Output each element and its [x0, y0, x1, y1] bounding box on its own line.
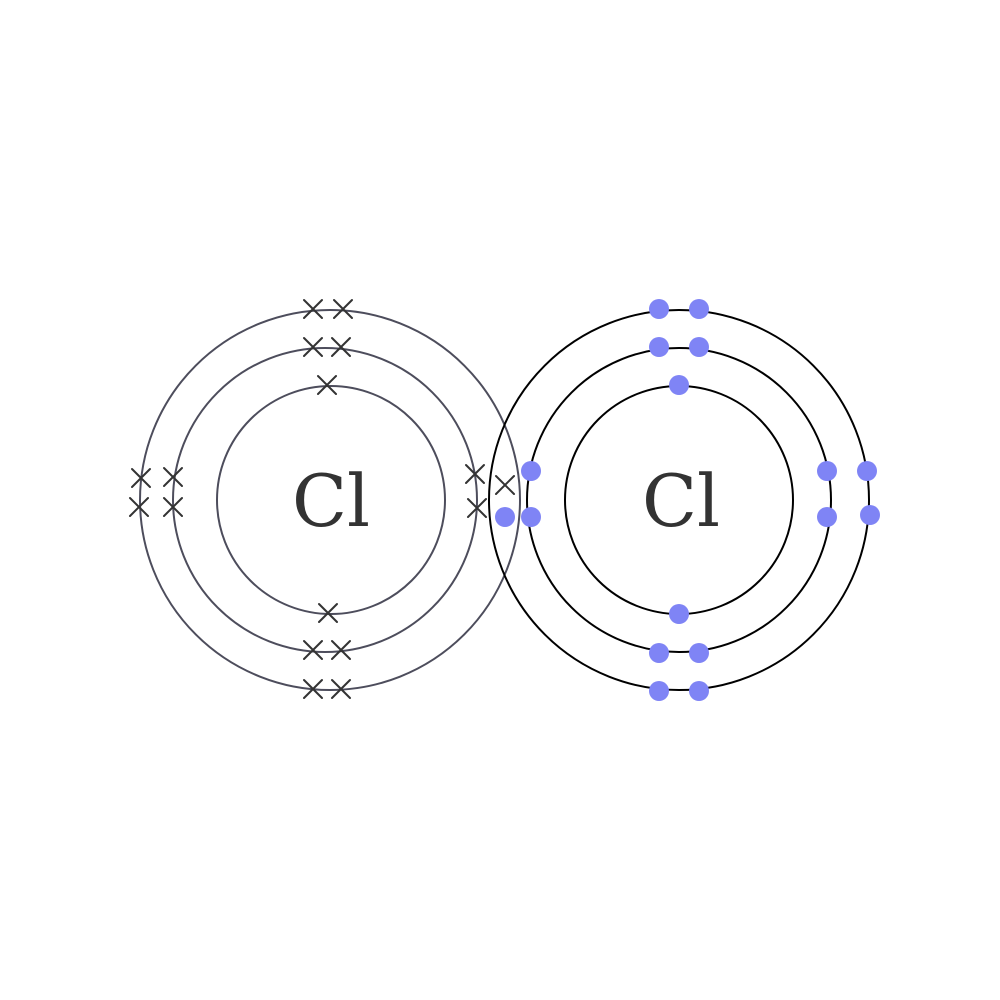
electron-cross-7	[163, 467, 183, 487]
electron-cross-15	[131, 468, 151, 488]
electron-cross-10	[467, 498, 487, 518]
right-atom-middle-shell	[526, 347, 832, 653]
electron-dot-14	[689, 681, 709, 701]
electron-cross-14	[331, 679, 351, 699]
left-atom-middle-shell	[172, 347, 478, 653]
electron-cross-5	[303, 640, 323, 660]
electron-dot-3	[649, 337, 669, 357]
right-atom-electrons	[495, 299, 880, 701]
electron-cross-13	[303, 679, 323, 699]
electron-dot-13	[649, 681, 669, 701]
electron-cross-3	[303, 337, 323, 357]
left-atom-outer-shell	[139, 309, 521, 691]
left-atom-symbol: Cl	[292, 459, 370, 543]
electron-cross-17	[495, 475, 515, 495]
electron-dot-16	[860, 505, 880, 525]
electron-dot-5	[649, 643, 669, 663]
right-chlorine-atom: Cl	[488, 299, 880, 701]
electron-cross-8	[163, 497, 183, 517]
electron-cross-12	[333, 299, 353, 319]
electron-dot-2	[669, 604, 689, 624]
electron-cross-9	[465, 464, 485, 484]
electron-cross-16	[129, 497, 149, 517]
electron-cross-1	[317, 375, 337, 395]
electron-dot-6	[689, 643, 709, 663]
right-atom-outer-shell	[488, 309, 870, 691]
left-atom-electrons	[129, 299, 515, 699]
electron-dot-12	[689, 299, 709, 319]
electron-dot-9	[817, 461, 837, 481]
electron-dot-8	[521, 507, 541, 527]
electron-dot-4	[689, 337, 709, 357]
electron-dot-10	[817, 507, 837, 527]
electron-dot-11	[649, 299, 669, 319]
electron-cross-11	[303, 299, 323, 319]
electron-dot-17	[495, 507, 515, 527]
left-chlorine-atom: Cl	[129, 299, 521, 699]
electron-cross-2	[318, 603, 338, 623]
electron-cross-6	[331, 640, 351, 660]
electron-dot-15	[857, 461, 877, 481]
left-atom-inner-shell	[216, 385, 446, 615]
electron-dot-1	[669, 375, 689, 395]
electron-cross-4	[331, 337, 351, 357]
electron-dot-7	[521, 461, 541, 481]
right-atom-symbol: Cl	[642, 459, 720, 543]
